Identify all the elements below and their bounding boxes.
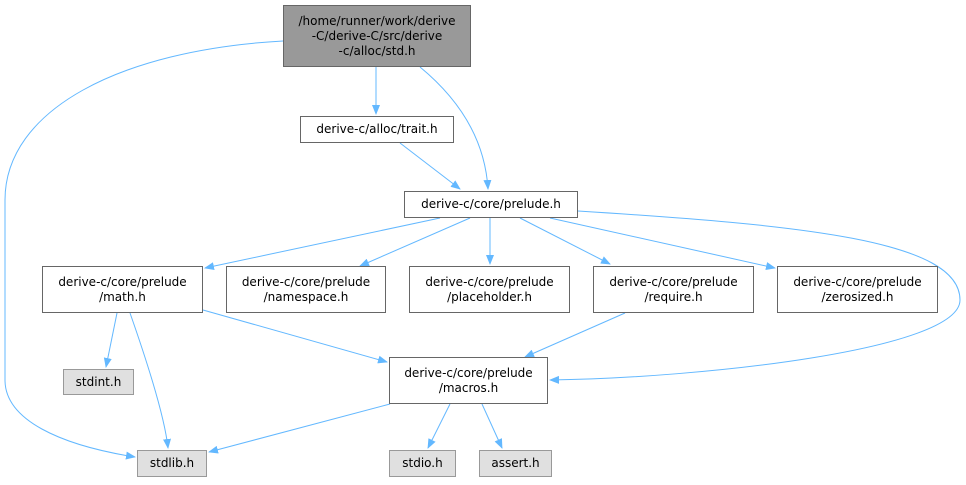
node-placeholder-h[interactable]: derive-c/core/prelude /placeholder.h — [409, 266, 570, 313]
edge-prelude-namespace — [359, 217, 471, 267]
edge-std-prelude — [419, 66, 492, 190]
node-require-h[interactable]: derive-c/core/prelude /require.h — [593, 266, 754, 313]
node-label: derive-c/core/prelude /zerosized.h — [793, 274, 922, 304]
edge-macros-stdio — [427, 403, 451, 449]
node-label: derive-c/core/prelude /namespace.h — [241, 274, 371, 304]
edge-macros-stdlib — [208, 403, 391, 454]
node-label: derive-c/core/prelude /math.h — [58, 274, 187, 304]
edge-prelude-math — [204, 217, 441, 271]
node-prelude-h[interactable]: derive-c/core/prelude.h — [404, 191, 578, 218]
edge-prelude-macros — [549, 210, 961, 384]
node-math-h[interactable]: derive-c/core/prelude /math.h — [42, 266, 203, 313]
node-stdint-h: stdint.h — [63, 369, 134, 395]
node-stdio-h: stdio.h — [389, 450, 456, 477]
edge-math-stdlib — [129, 312, 172, 449]
edge-require-macros — [524, 312, 626, 358]
edge-prelude-require — [519, 217, 611, 265]
node-label: derive-c/core/prelude /require.h — [609, 274, 738, 304]
node-label: /home/runner/work/derive -C/derive-C/src… — [298, 13, 456, 58]
node-label: derive-c/alloc/trait.h — [316, 122, 438, 136]
node-trait-h[interactable]: derive-c/alloc/trait.h — [300, 116, 454, 143]
node-label: assert.h — [491, 456, 540, 470]
node-stdlib-h: stdlib.h — [137, 450, 207, 477]
node-label: stdint.h — [75, 374, 122, 389]
node-macros-h[interactable]: derive-c/core/prelude /macros.h — [389, 357, 548, 404]
edge-macros-assert — [481, 403, 503, 449]
node-std-h[interactable]: /home/runner/work/derive -C/derive-C/src… — [283, 5, 471, 67]
node-namespace-h[interactable]: derive-c/core/prelude /namespace.h — [226, 266, 386, 313]
edge-std-stdlib — [4, 40, 284, 460]
node-label: derive-c/core/prelude /placeholder.h — [425, 274, 554, 304]
node-label: stdlib.h — [149, 456, 195, 470]
node-label: derive-c/core/prelude.h — [421, 197, 561, 211]
node-label: stdio.h — [402, 456, 443, 470]
edge-math-stdint — [103, 312, 118, 368]
edge-prelude-zerosized — [549, 217, 776, 270]
edge-trait-prelude — [399, 142, 461, 190]
node-label: derive-c/core/prelude /macros.h — [404, 365, 533, 395]
node-assert-h: assert.h — [479, 450, 552, 477]
node-zerosized-h[interactable]: derive-c/core/prelude /zerosized.h — [777, 266, 938, 313]
edge-math-macros — [202, 309, 388, 364]
